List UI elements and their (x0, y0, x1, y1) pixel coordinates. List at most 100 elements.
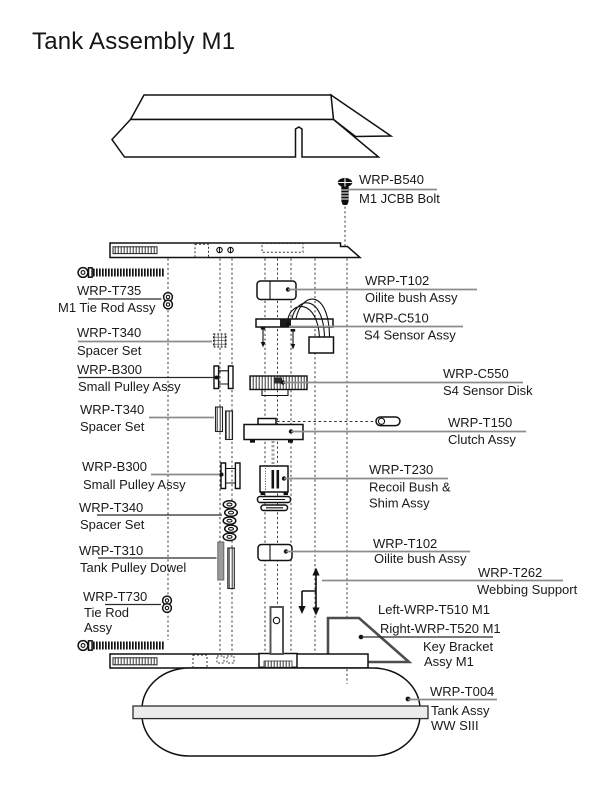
pulley-spool (213, 365, 234, 390)
part-number: WRP-T004 (430, 684, 494, 699)
small-pulley-1-part (213, 365, 234, 390)
page-title: Tank Assembly M1 (32, 28, 236, 55)
bush-body (257, 543, 293, 562)
pulley-spool (220, 462, 241, 490)
part-desc: Small Pulley Assy (83, 477, 186, 492)
washer (223, 524, 239, 534)
cover-top-face (129, 94, 338, 121)
part-number: WRP-B300 (77, 362, 142, 377)
part-number: WRP-T730 (83, 589, 147, 604)
label-oilite-top: WRP-T102 Oilite bush Assy (288, 273, 477, 305)
pin-head (290, 329, 296, 332)
recoil-foot (283, 492, 288, 495)
top-bar-hidden-boss (194, 243, 209, 258)
disk-bracket (261, 389, 289, 397)
rod-end-ring (162, 299, 174, 310)
sensor-box (308, 336, 335, 354)
rod-end-ring (161, 602, 173, 614)
part-desc: Oilite bush Assy (374, 551, 467, 566)
tank-band (132, 705, 429, 720)
ring-hole (164, 605, 170, 611)
tank-pulley-dowel-part (217, 541, 235, 590)
clutch-foot (250, 439, 255, 443)
washer (223, 508, 239, 518)
part-number: Right-WRP-T520 M1 (380, 621, 501, 636)
spacer-bar (214, 406, 224, 433)
recoil-slot (271, 470, 275, 489)
part-number: Left-WRP-T510 M1 (378, 602, 490, 617)
part-number: WRP-B300 (82, 459, 147, 474)
washer (222, 516, 237, 526)
spacer-block (212, 333, 227, 348)
pulley-hub (225, 467, 236, 484)
spacer-bar (224, 410, 234, 441)
washer-hole (226, 502, 233, 507)
label-bolt: WRP-B540 M1 JCBB Bolt (348, 172, 440, 206)
recoil-slot (276, 470, 280, 489)
washer-hole (226, 518, 233, 523)
part-number: WRP-T340 (80, 402, 144, 417)
part-desc: Assy M1 (424, 654, 474, 669)
arrow-up (312, 567, 320, 576)
tank-body-part (132, 667, 429, 757)
part-desc: WW SIII (431, 718, 479, 733)
part-desc: Shim Assy (369, 496, 430, 511)
part-number: WRP-T150 (448, 415, 512, 430)
label-tie-rod-top: WRP-T735 M1 Tie Rod Assy (58, 283, 162, 315)
tie-rod-top-part (77, 266, 174, 310)
part-desc: Assy (84, 620, 113, 635)
part-number: WRP-T340 (79, 500, 143, 515)
label-sensor-assy: WRP-C510 S4 Sensor Assy (289, 311, 463, 343)
label-oilite-bottom: WRP-T102 Oilite bush Assy (286, 536, 470, 566)
ring-hole (165, 302, 171, 307)
part-number: WRP-T102 (365, 273, 429, 288)
part-desc: Tank Assy (431, 703, 490, 718)
center-bracket-hatch (263, 660, 293, 668)
rod-head (77, 639, 89, 652)
part-desc: Small Pulley Assy (78, 379, 181, 394)
sensor-pins (262, 329, 294, 345)
recoil-bush-part (256, 465, 292, 512)
label-tank: WRP-T004 Tank Assy WW SIII (408, 684, 497, 733)
oilite-bush-top-part (256, 280, 297, 301)
part-desc: Spacer Set (77, 343, 142, 358)
spacer-set-2-part (214, 406, 234, 441)
leader-dot (285, 321, 291, 327)
ring-hole (164, 598, 170, 603)
part-number: WRP-C550 (443, 366, 509, 381)
rod-collar (87, 640, 93, 651)
part-desc: M1 JCBB Bolt (359, 191, 440, 206)
support-post (269, 606, 284, 655)
bottom-bar-threaded-insert (112, 657, 158, 666)
rod-head-hole (80, 270, 86, 275)
oilite-bush-bottom-part (257, 543, 293, 562)
pin-head (260, 327, 266, 330)
part-desc: Spacer Set (80, 517, 145, 532)
washer-hole (227, 526, 235, 531)
clutch-pin-eye (377, 417, 386, 425)
cover-front-face (111, 118, 381, 158)
webbing-support-part (298, 567, 320, 616)
clutch-pin (375, 416, 401, 427)
top-bar-hidden-slot (261, 243, 304, 253)
cover-right-fold (330, 93, 394, 138)
small-pulley-2-part (220, 462, 241, 490)
pin-tip (290, 344, 296, 350)
recoil-foot (260, 492, 265, 495)
spacer-set-3-part (222, 500, 239, 542)
ring-hole (165, 294, 171, 300)
key-bracket-part (326, 616, 413, 664)
label-spacer-1: WRP-T340 Spacer Set (77, 325, 212, 358)
washer-hole (226, 534, 233, 539)
part-number: WRP-B540 (359, 172, 424, 187)
part-desc: Key Bracket (423, 639, 493, 654)
top-bar-body (109, 242, 362, 259)
label-sensor-disk: WRP-C550 S4 Sensor Disk (283, 366, 533, 398)
bottom-mounting-bar-part (109, 606, 369, 669)
arrow-down (298, 606, 306, 614)
part-number: WRP-T262 (478, 565, 542, 580)
rod-head (77, 266, 89, 279)
label-pulley-1: WRP-B300 Small Pulley Assy (77, 362, 219, 394)
disk-hub (274, 377, 282, 384)
part-number: WRP-T340 (77, 325, 141, 340)
